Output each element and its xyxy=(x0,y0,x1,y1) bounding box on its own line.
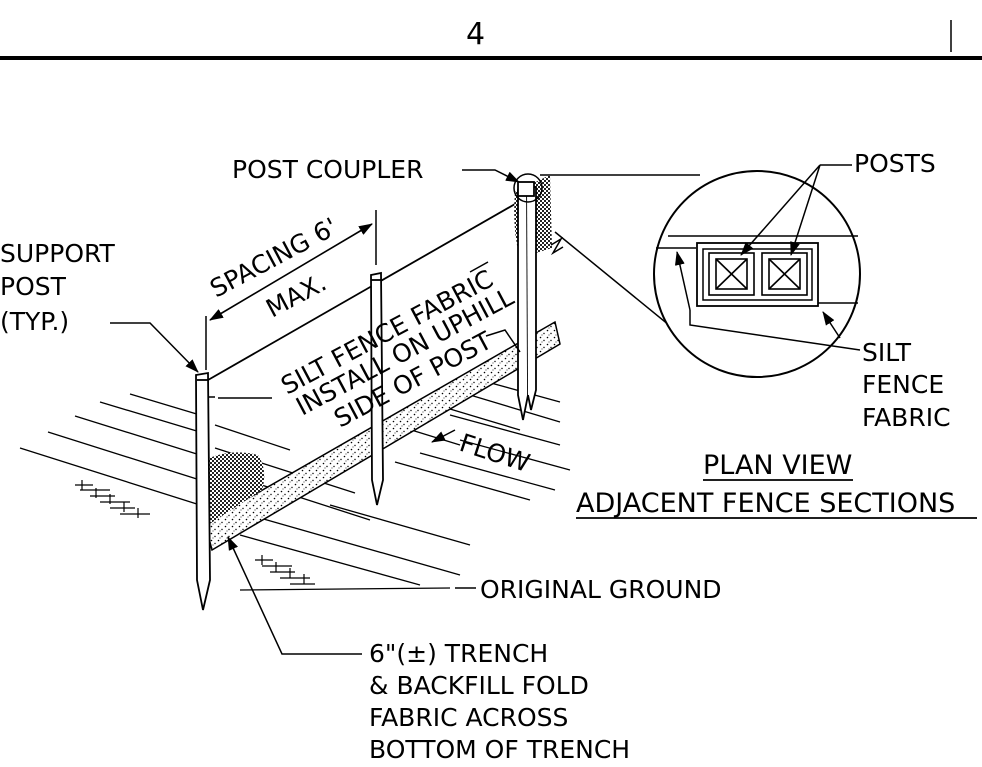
trench-note-line-3: FABRIC ACROSS xyxy=(369,703,568,732)
earth-symbol-left xyxy=(75,480,150,518)
fabric-arrow-right xyxy=(822,311,841,339)
plan-post-right xyxy=(761,252,808,296)
plan-post-left xyxy=(708,252,755,296)
support-post-label-3: (TYP.) xyxy=(0,307,69,336)
post-coupler-label: POST COUPLER xyxy=(232,155,423,184)
fabric-wrap-inner xyxy=(702,248,813,301)
trench-leader xyxy=(227,536,362,655)
plan-view-detail xyxy=(653,170,861,378)
support-post-label-2: POST xyxy=(0,272,67,301)
fabric-leader xyxy=(689,310,861,351)
coupled-posts-right xyxy=(517,181,537,421)
fabric-mesh-left xyxy=(205,452,265,525)
trench-note-line-2: & BACKFILL FOLD xyxy=(369,671,589,700)
support-post-leader xyxy=(110,322,199,373)
earth-symbol-right xyxy=(255,555,315,585)
coupler-callout-circle xyxy=(513,173,543,203)
fabric-wrap-outer xyxy=(696,242,819,307)
trench-note-line-1: 6"(±) TRENCH xyxy=(369,639,548,668)
fabric-arrow-left xyxy=(674,251,691,311)
plan-fabric-label-3: FABRIC xyxy=(862,403,951,432)
support-post-label-1: SUPPORT xyxy=(0,239,116,268)
fabric-note-leader-post xyxy=(485,329,521,353)
plan-view-circle xyxy=(653,170,861,378)
flow-label: FLOW xyxy=(456,428,533,478)
header-rule xyxy=(0,56,982,60)
fabric-note-leader-top xyxy=(469,261,489,273)
break-mark xyxy=(550,236,564,256)
support-post-left xyxy=(195,371,211,611)
posts-arrow-left xyxy=(740,164,821,256)
ground-lines xyxy=(19,379,571,591)
flow-arrow xyxy=(431,429,456,443)
post-coupler-leader xyxy=(462,169,520,183)
adjacent-sections-title: ADJACENT FENCE SECTIONS xyxy=(576,488,955,519)
spacing-dimension-line xyxy=(209,223,373,321)
plan-view-title: PLAN VIEW xyxy=(703,450,852,481)
posts-arrow-right xyxy=(790,164,821,256)
trench-note-line-4: BOTTOM OF TRENCH xyxy=(369,735,630,762)
plan-fabric-label-1: SILT xyxy=(862,338,912,367)
page-number: 4 xyxy=(466,17,485,52)
plan-fabric-label-2: FENCE xyxy=(862,370,944,399)
original-ground-label: ORIGINAL GROUND xyxy=(480,575,722,604)
posts-label: POSTS xyxy=(854,149,936,178)
